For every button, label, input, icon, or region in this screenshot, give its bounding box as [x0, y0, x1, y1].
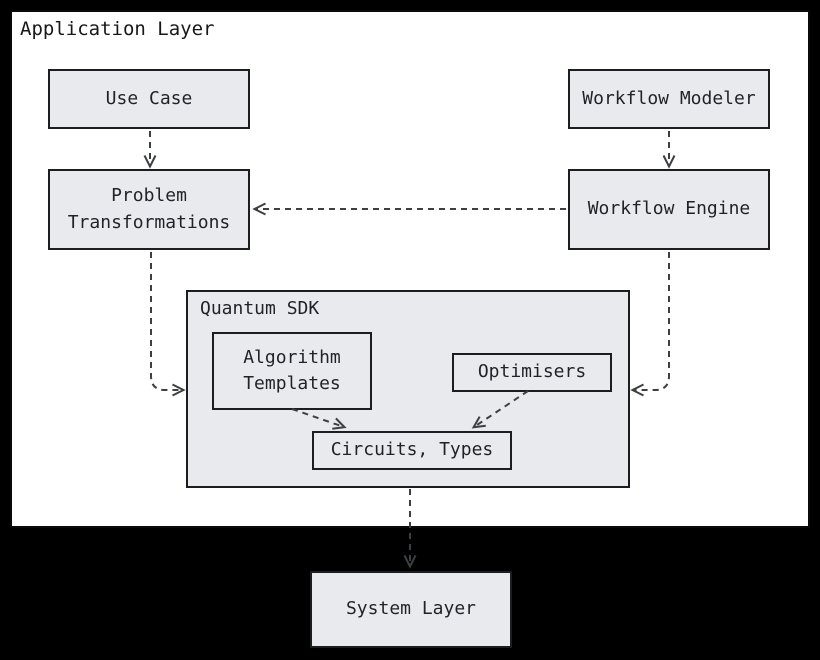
node-use-case: Use Case — [48, 69, 250, 129]
node-algorithm-templates-label: Algorithm Templates — [243, 346, 341, 394]
node-workflow-modeler: Workflow Modeler — [568, 69, 770, 129]
node-circuits-types-label: Circuits, Types — [330, 439, 494, 461]
node-workflow-engine-label: Workflow Engine — [587, 198, 751, 220]
application-layer-title: Application Layer — [20, 18, 215, 40]
node-system-layer: System Layer — [310, 571, 512, 648]
node-circuits-types: Circuits, Types — [312, 431, 512, 470]
cluster-quantum-sdk: Quantum SDK Algorithm Templates Optimise… — [186, 290, 630, 488]
node-algorithm-templates: Algorithm Templates — [212, 332, 372, 410]
node-use-case-label: Use Case — [105, 87, 193, 109]
node-system-layer-label: System Layer — [345, 598, 477, 620]
node-problem-transformations-label: Problem Transformations — [67, 185, 231, 233]
cluster-quantum-sdk-title: Quantum SDK — [200, 298, 320, 319]
node-workflow-modeler-label: Workflow Modeler — [582, 87, 756, 109]
node-optimisers: Optimisers — [452, 353, 612, 392]
node-problem-transformations: Problem Transformations — [48, 169, 250, 250]
node-optimisers-label: Optimisers — [477, 361, 587, 383]
node-workflow-engine: Workflow Engine — [568, 169, 770, 250]
